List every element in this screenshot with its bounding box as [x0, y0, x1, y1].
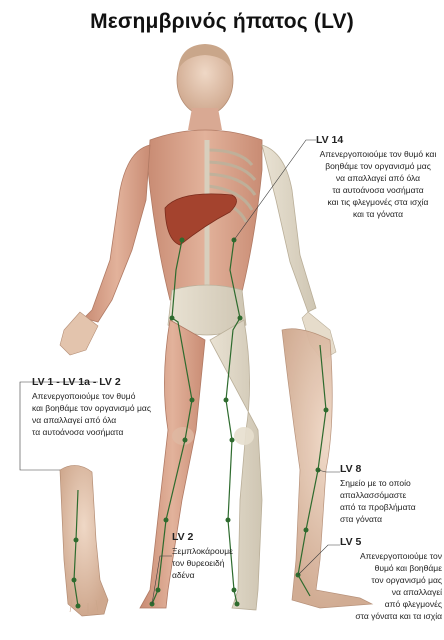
foot-inset-figure [59, 465, 109, 617]
annotation-lv1-label: LV 1 - LV 1a - LV 2 [32, 376, 121, 388]
body-figure [59, 44, 337, 611]
annotation-lv14-label: LV 14 [316, 134, 344, 146]
annotation-lv2-label: LV 2 [172, 531, 194, 543]
annotation-lv5: LV 5 Απενεργοποιούμε τον θυμό και βοηθάμ… [340, 536, 442, 622]
annotation-lv14-text: Απενεργοποιούμε τον θυμό και βοηθάμε τον… [319, 149, 437, 219]
annotation-lv8: LV 8 Σημείο με το οποίο απαλλασσόμαστε α… [340, 463, 440, 525]
annotation-lv5-text: Απενεργοποιούμε τον θυμό και βοηθάμε τον… [355, 551, 442, 621]
annotation-lv5-label: LV 5 [340, 536, 362, 548]
annotation-lv8-text: Σημείο με το οποίο απαλλασσόμαστε από τα… [340, 478, 416, 524]
annotation-lv1-text: Απενεργοποιούμε τον θυμό και βοηθάμε τον… [32, 391, 151, 437]
annotation-lv8-label: LV 8 [340, 463, 362, 475]
annotation-lv14: LV 14 Απενεργοποιούμε τον θυμό και βοηθά… [316, 134, 440, 220]
annotation-lv1: LV 1 - LV 1a - LV 2 Απενεργοποιούμε τον … [32, 376, 162, 438]
annotation-lv2-text: Ξεμπλοκάρουμε τον θυρεοειδή αδένα [172, 546, 233, 580]
leader-lines [19, 139, 340, 605]
annotation-lv2: LV 2 Ξεμπλοκάρουμε τον θυρεοειδή αδένα [172, 531, 252, 581]
page-title: Μεσημβρινός ήπατος (LV) [90, 10, 354, 33]
liver-shape [164, 193, 237, 246]
